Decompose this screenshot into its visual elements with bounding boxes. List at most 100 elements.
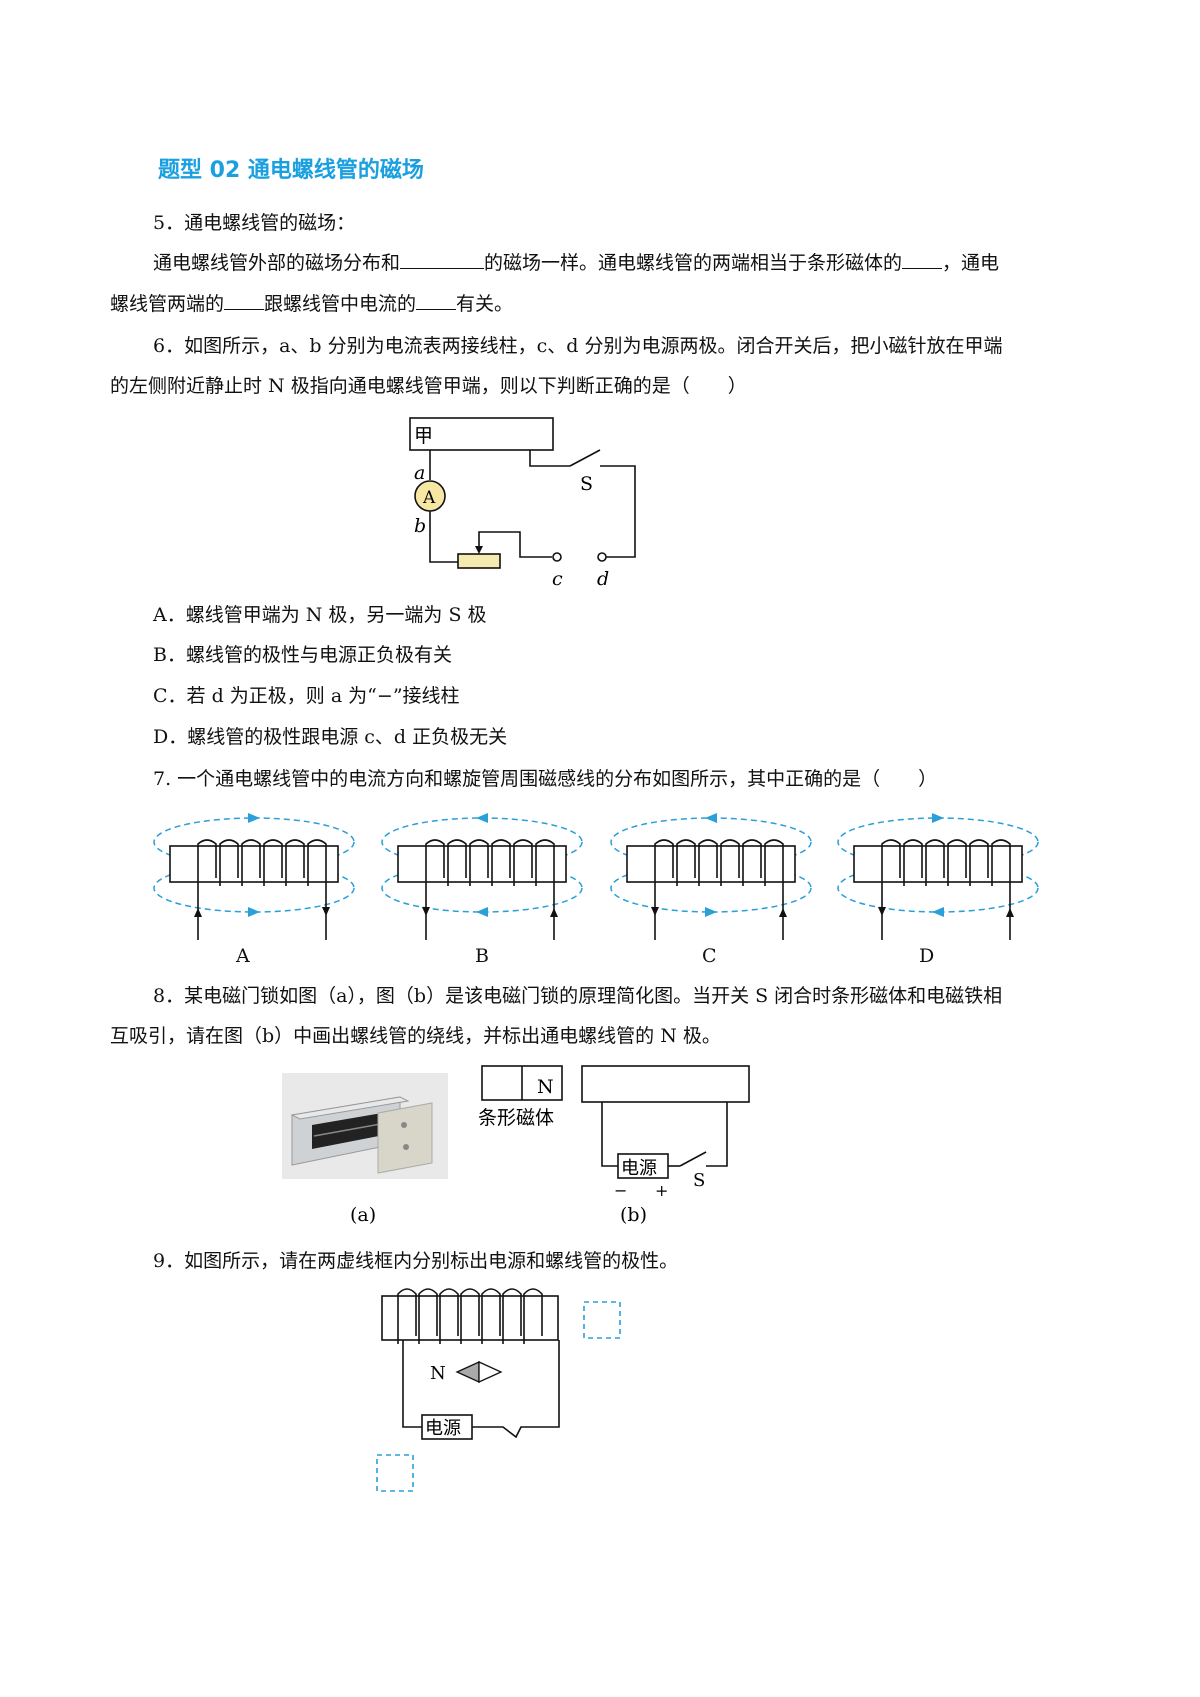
current-arrow-right [1006, 908, 1014, 917]
coil-turn [447, 839, 467, 886]
coil-turn [460, 1288, 480, 1344]
compass-needle-s [478, 1360, 503, 1384]
q8-line1: 8．某电磁门锁如图（a），图（b）是该电磁门锁的原理简化图。当开关 S 闭合时条… [153, 985, 1003, 1007]
q6-line1: 6．如图所示，a、b 分别为电流表两接线柱，c、d 分别为电源两极。闭合开关后，… [153, 335, 1003, 357]
answer-blank[interactable] [224, 291, 265, 310]
magnet-n-label: N [537, 1076, 554, 1098]
power-label: 电源 [621, 1158, 657, 1179]
q6-line2: 的左侧附近静止时 N 极指向通电螺线管甲端，则以下判断正确的是（ ） [110, 375, 747, 397]
solenoid-core [397, 845, 567, 883]
current-arrow-right [550, 908, 558, 917]
field-arrow-bottom [932, 907, 944, 917]
wire [402, 1340, 422, 1428]
field-line-top [837, 817, 1039, 867]
coil-turn [523, 1288, 543, 1344]
coil-turn [502, 1288, 522, 1344]
electromagnet-core [581, 1065, 750, 1103]
field-line-top [610, 817, 812, 867]
caption-a: (a) [350, 1204, 376, 1226]
q7-line1: 7. 一个通电螺线管中的电流方向和螺旋管周围磁感线的分布如图所示，其中正确的是（… [153, 768, 938, 790]
q6-option-a[interactable]: A．螺线管甲端为 N 极，另一端为 S 极 [153, 604, 487, 626]
slider-arrow [475, 546, 483, 554]
terminal-d [597, 552, 607, 562]
switch-blade [679, 1151, 707, 1167]
q6-option-b[interactable]: B．螺线管的极性与电源正负极有关 [153, 644, 452, 666]
field-line-bottom [381, 863, 583, 913]
q7-diagram-a [153, 813, 355, 940]
switch-blade [569, 449, 601, 467]
field-arrow-top [476, 813, 488, 823]
coil-turn [397, 1288, 417, 1344]
q6-option-c[interactable]: C．若 d 为正极，则 a 为“−”接线柱 [153, 685, 460, 707]
q7-label-a[interactable]: A [236, 945, 250, 967]
wire [472, 1340, 560, 1439]
coil-turn [425, 839, 445, 886]
coil-turn [698, 839, 718, 886]
field-line-top [153, 817, 355, 867]
minus-label: − [614, 1181, 627, 1200]
coil-turn [925, 839, 945, 886]
q5-text: 跟螺线管中电流的 [264, 293, 417, 315]
power-label: 电源 [425, 1418, 461, 1439]
answer-blank[interactable] [902, 250, 943, 269]
coil-turn [219, 839, 239, 886]
answer-blank[interactable] [400, 250, 485, 269]
solenoid-core [169, 845, 339, 883]
current-arrow-left [194, 908, 202, 917]
field-line-bottom [837, 863, 1039, 913]
section-heading: 题型 02 通电螺线管的磁场 [158, 158, 424, 183]
coil-turn [263, 839, 283, 886]
coil-turn [720, 839, 740, 886]
field-arrow-bottom [705, 907, 717, 917]
coil-turn [742, 839, 762, 886]
needle-n-label: N [430, 1363, 446, 1384]
coil-turn [991, 839, 1011, 886]
q5-text: 的磁场一样。通电螺线管的两端相当于条形磁体的 [484, 252, 903, 274]
current-arrow-left [651, 907, 659, 916]
field-arrow-top [248, 813, 260, 823]
solenoid [381, 1295, 559, 1341]
field-arrow-top [705, 813, 717, 823]
q5-text: 螺线管两端的 [110, 293, 225, 315]
q8-line2: 互吸引，请在图（b）中画出螺线管的绕线，并标出通电螺线管的 N 极。 [110, 1025, 721, 1047]
terminal-c [552, 552, 562, 562]
coil-turn [307, 839, 327, 886]
rheostat [457, 553, 501, 569]
q5-line2: 螺线管两端的 跟螺线管中电流的 有关。 [110, 291, 513, 317]
coil-turn [285, 839, 305, 886]
q5-text: ，通电 [942, 252, 1000, 274]
jia-label: 甲 [414, 425, 433, 447]
q7-label-b[interactable]: B [475, 945, 489, 967]
solenoid-jia [409, 417, 554, 451]
q8-diagram-b [481, 1065, 750, 1179]
q7-diagram-d [837, 813, 1039, 940]
wire [529, 450, 570, 467]
current-arrow-right [779, 908, 787, 917]
q5-title: 5．通电螺线管的磁场： [153, 212, 356, 234]
wire [706, 1102, 728, 1167]
ammeter-label: A [422, 488, 436, 508]
wire [601, 1102, 618, 1167]
q9-line1: 9．如图所示，请在两虚线框内分别标出电源和螺线管的极性。 [153, 1250, 679, 1272]
answer-blank[interactable] [416, 291, 457, 310]
solenoid-coil [397, 1288, 543, 1344]
answer-box-solenoid[interactable] [583, 1301, 621, 1339]
coil-turn [197, 839, 217, 886]
coil-turn [903, 839, 923, 886]
coil-turn [764, 839, 784, 886]
door-lock-illustration [290, 1096, 433, 1174]
q7-label-c[interactable]: C [702, 945, 717, 967]
coil-turn [535, 839, 555, 886]
q5-text: 有关。 [456, 293, 514, 315]
answer-box-power[interactable] [376, 1454, 414, 1492]
q7-diagram-c [610, 813, 812, 940]
q7-label-d[interactable]: D [919, 945, 935, 967]
terminal-a-label: a [414, 462, 425, 484]
q6-option-d[interactable]: D．螺线管的极性跟电源 c、d 正负极无关 [153, 726, 508, 748]
coil-turn [947, 839, 967, 886]
field-arrow-bottom [476, 907, 488, 917]
current-arrow-left [878, 907, 886, 916]
field-line-top [381, 817, 583, 867]
